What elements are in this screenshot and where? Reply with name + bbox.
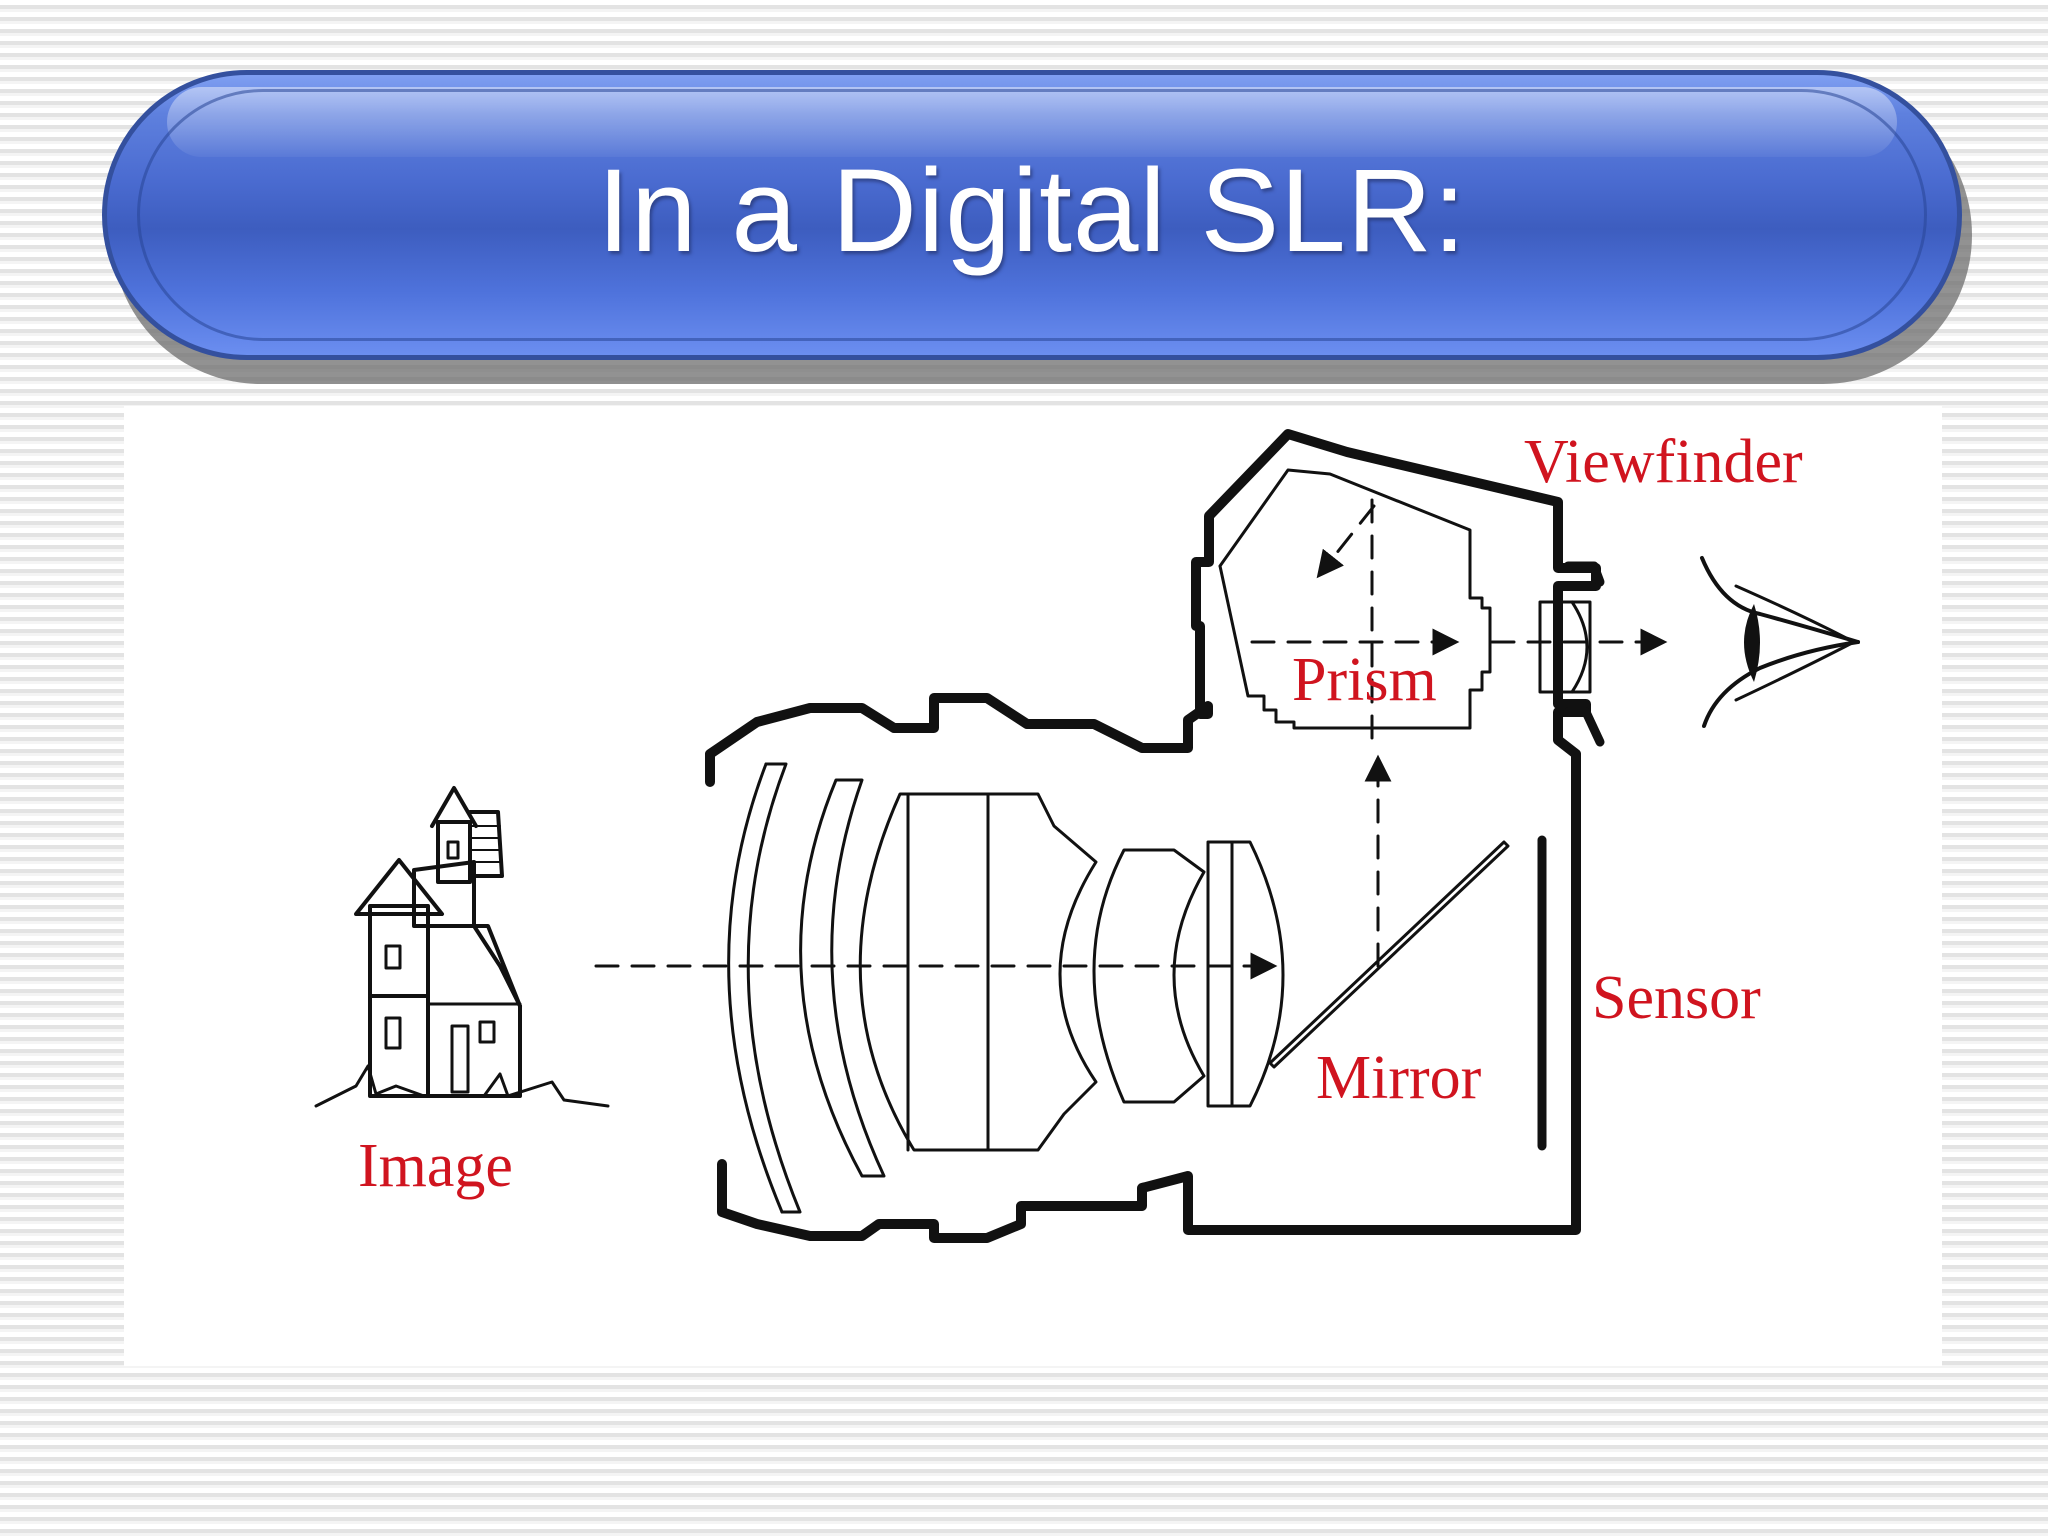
prism-label: Prism: [1292, 646, 1437, 714]
title-bar: In a Digital SLR:: [102, 70, 1962, 360]
title-bar-gloss: [167, 87, 1897, 157]
camera-body: [705, 429, 1605, 1243]
house-icon: [314, 786, 610, 1108]
sensor-label: Sensor: [1592, 964, 1761, 1032]
eyepiece-lens: [1538, 600, 1592, 694]
reflex-mirror: [1268, 840, 1510, 1069]
slr-diagram: Viewfinder Prism Sensor Mirror Image: [314, 428, 1860, 1243]
lens-elements: [727, 762, 1285, 1214]
light-path: [594, 496, 1668, 980]
mirror-label: Mirror: [1316, 1044, 1482, 1112]
image-label: Image: [358, 1132, 513, 1200]
viewfinder-label: Viewfinder: [1524, 428, 1803, 496]
pentaprism: [1218, 468, 1492, 730]
eye-icon: [1700, 556, 1860, 728]
slr-diagram-panel: Viewfinder Prism Sensor Mirror Image: [124, 406, 1942, 1366]
slide-title: In a Digital SLR:: [597, 145, 1467, 277]
title-bar-inner-line: [137, 89, 1927, 341]
